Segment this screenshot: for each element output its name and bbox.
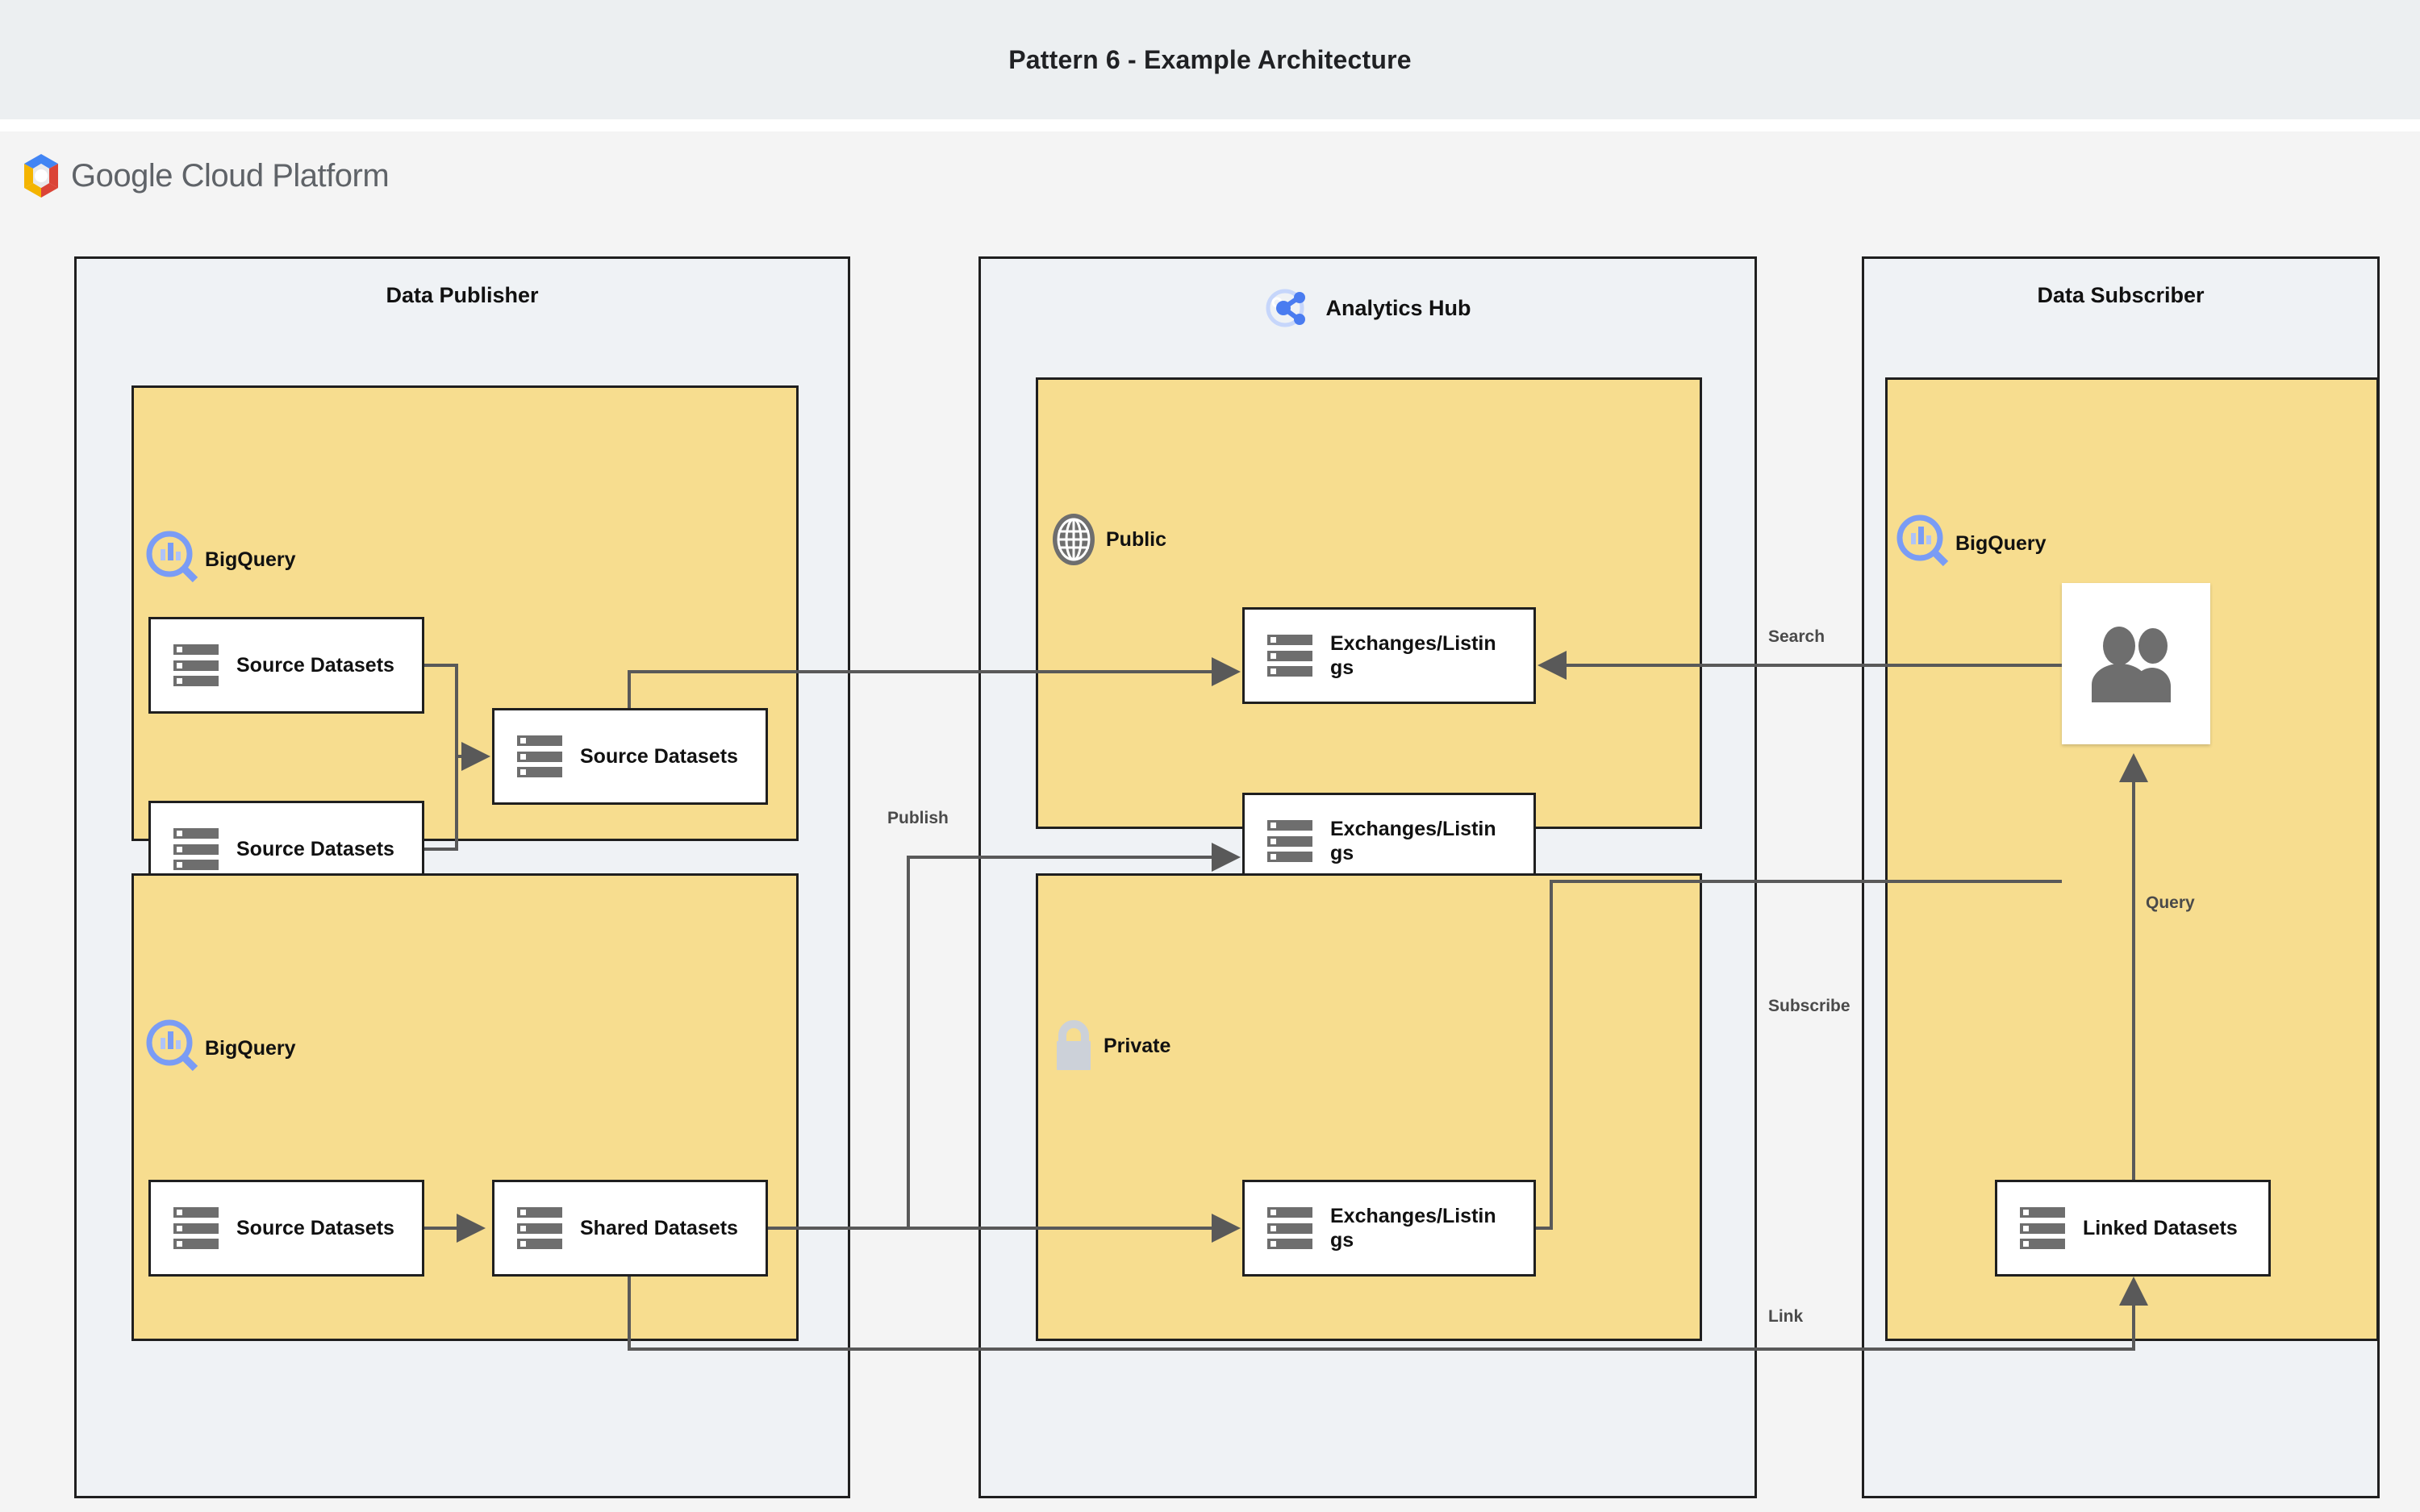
dataset-stack-icon: [173, 828, 219, 870]
node-label: Source Datasets: [236, 837, 394, 860]
panel-label-text: BigQuery: [205, 1036, 296, 1060]
dataset-stack-icon: [1267, 1207, 1312, 1249]
node-label: Exchanges/Listings: [1330, 817, 1496, 865]
edge-label-query: Query: [2146, 893, 2195, 912]
google-cloud-platform-logo: Google Cloud Platform: [23, 152, 390, 200]
node-hub-listing-3[interactable]: Exchanges/Listings: [1242, 1180, 1536, 1277]
zone-title-data-subscriber: Data Subscriber: [2037, 283, 2205, 307]
users-icon: [2092, 627, 2171, 702]
brand-cloud-platform: Cloud Platform: [181, 157, 390, 194]
panel-label-subscriber-bigquery: BigQuery: [1894, 512, 2047, 575]
node-pub-shared[interactable]: Shared Datasets: [492, 1180, 768, 1277]
panel-label-hub-private: Private: [1049, 1018, 1170, 1073]
node-sub-linked[interactable]: Linked Datasets: [1995, 1180, 2271, 1277]
zone-title-analytics-hub: Analytics Hub: [981, 283, 1754, 333]
node-label: Source Datasets: [580, 744, 738, 768]
dataset-stack-icon: [2020, 1207, 2065, 1249]
node-pub-source-1[interactable]: Source Datasets: [148, 617, 424, 714]
node-label: Linked Datasets: [2083, 1216, 2238, 1239]
dataset-stack-icon: [173, 1207, 219, 1249]
diagram-canvas: Google Cloud Platform Data Publisher Big…: [0, 131, 2420, 1512]
bigquery-icon: [146, 1019, 198, 1072]
node-sub-users[interactable]: [2062, 583, 2210, 744]
dataset-stack-icon: [1267, 820, 1312, 862]
node-pub-source-3[interactable]: Source Datasets: [148, 1180, 424, 1277]
edge-label-subscribe: Subscribe: [1768, 997, 1850, 1015]
node-hub-listing-1[interactable]: Exchanges/Listings: [1242, 607, 1536, 704]
panel-label-hub-public: Public: [1046, 512, 1166, 567]
dataset-stack-icon: [1267, 635, 1312, 677]
edge-label-publish: Publish: [887, 809, 949, 827]
panel-label-text: Public: [1106, 527, 1167, 551]
panel-label-text: BigQuery: [205, 548, 296, 571]
zone-title-text: Analytics Hub: [1325, 295, 1471, 320]
dataset-stack-icon: [517, 1207, 562, 1249]
node-label: Exchanges/Listings: [1330, 1204, 1496, 1252]
bigquery-icon: [1896, 514, 1949, 567]
page-title: Pattern 6 - Example Architecture: [1008, 44, 1412, 74]
dataset-stack-icon: [173, 644, 219, 686]
panel-label-text: BigQuery: [1955, 531, 2047, 555]
panel-label-text: Private: [1104, 1034, 1171, 1057]
edge-label-search: Search: [1768, 627, 1825, 646]
edge-label-link: Link: [1768, 1307, 1804, 1326]
analytics-hub-share-icon: [1266, 289, 1306, 327]
node-label: Shared Datasets: [580, 1216, 738, 1239]
panel-label-publisher-bigquery-top: BigQuery: [144, 528, 296, 591]
panel-hub-public[interactable]: [1036, 377, 1702, 829]
brand-google: Google: [71, 157, 173, 194]
node-label: Exchanges/Listings: [1330, 631, 1496, 680]
globe-icon: [1053, 514, 1095, 565]
node-label: Source Datasets: [236, 1216, 394, 1239]
google-cloud-hexagon-icon: [24, 154, 58, 198]
bigquery-icon: [146, 531, 198, 583]
dataset-stack-icon: [517, 735, 562, 777]
gcp-wordmark: Google Cloud Platform: [71, 157, 390, 194]
header-band: [0, 0, 2420, 119]
node-label: Source Datasets: [236, 653, 394, 677]
zone-title-data-publisher: Data Publisher: [386, 283, 539, 307]
node-pub-source-mid[interactable]: Source Datasets: [492, 708, 768, 805]
lock-icon: [1057, 1020, 1091, 1070]
panel-label-publisher-bigquery-bottom: BigQuery: [144, 1017, 296, 1080]
